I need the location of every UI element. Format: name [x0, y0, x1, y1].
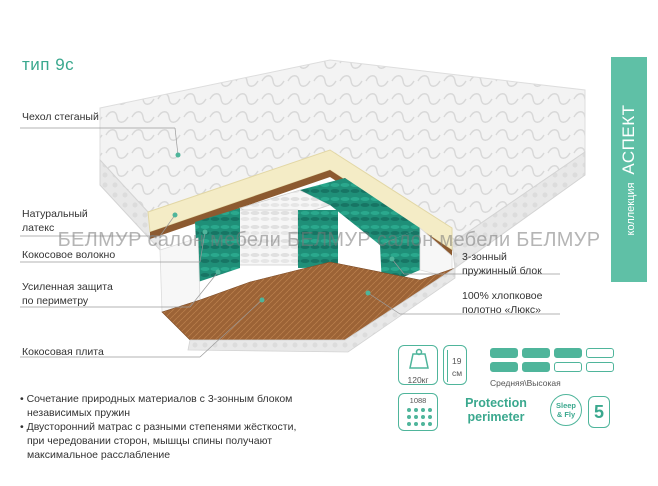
label-cotton-line1: 100% хлопковое [462, 290, 543, 302]
label-latex-line1: Натуральный [22, 208, 88, 220]
firmness-scale: Средняя\Высокая [490, 348, 614, 388]
bullet-line: независимых пружин [27, 407, 131, 419]
firmness-scale-side-a [490, 348, 614, 358]
firmness-scale-side-b [490, 362, 614, 372]
firmness-cell [522, 348, 550, 358]
springs-green-zone-back [300, 178, 420, 245]
firmness-cell [490, 348, 518, 358]
bullet-line: максимальное расслабление [27, 449, 171, 461]
height-ruler-icon [447, 350, 449, 382]
firmness-cell [586, 362, 614, 372]
marker-dots [172, 152, 395, 303]
height-unit: см [452, 368, 463, 378]
label-latex-line2: латекс [22, 222, 55, 234]
bullet-line: при чередовании сторон, мышцы спины полу… [27, 435, 273, 447]
protection-perimeter-badge: Protection perimeter [446, 396, 546, 430]
spring-grid-icon [407, 408, 432, 426]
weight-icon [409, 348, 429, 369]
label-cotton-line2: полотно «Люкс» [462, 304, 541, 316]
firmness-cell [554, 362, 582, 372]
firmness-cell [554, 348, 582, 358]
label-spring-line1: 3-зонный [462, 251, 507, 263]
label-coir-plate: Кокосовая плита [22, 346, 104, 358]
height-badge: 19 см [443, 345, 467, 385]
leader-lines-left [20, 127, 263, 358]
bullet-line: • Сочетание природных материалов с 3-зон… [20, 393, 293, 405]
spring-count-value: 1088 [409, 396, 427, 405]
max-load-value: 120кг [407, 375, 429, 385]
sleep-fly-line1: Sleep [555, 401, 576, 410]
label-perimeter-line2: по периметру [22, 295, 89, 307]
firmness-cell [586, 348, 614, 358]
max-load-badge: 120кг [398, 345, 438, 385]
product-type-title: тип 9с [22, 55, 75, 74]
protection-line1: Protection [465, 396, 527, 410]
watermark-text: БЕЛМУР салон мебели БЕЛМУР салон мебели … [57, 229, 601, 251]
bullet-line: • Двусторонний матрас с разными степеням… [20, 421, 297, 433]
springs-green-zone-right [380, 228, 420, 286]
label-perimeter-line1: Усиленная защита [22, 281, 113, 293]
sleep-fly-line2: & Fly [556, 410, 576, 419]
collection-panel: коллекция АСПЕКТ [611, 57, 647, 282]
firmness-cell [522, 362, 550, 372]
sleep-fly-badge: Sleep & Fly [550, 394, 582, 426]
label-coir-fiber: Кокосовое волокно [22, 249, 116, 261]
leader-lines-right [367, 258, 560, 315]
height-value: 19 [452, 356, 462, 366]
warranty-value: 5 [593, 402, 604, 422]
feature-bullets: • Сочетание природных материалов с 3-зон… [20, 392, 360, 462]
label-spring-line2: пружинный блок [462, 265, 542, 277]
firmness-cell [490, 362, 518, 372]
firmness-label: Средняя\Высокая [490, 378, 561, 388]
protection-line2: perimeter [467, 410, 525, 424]
label-cover: Чехол стеганый [22, 111, 99, 123]
springs-green-zone-left [195, 208, 240, 282]
warranty-badge: 5 [588, 396, 610, 428]
spring-count-badge: 1088 [398, 393, 438, 431]
